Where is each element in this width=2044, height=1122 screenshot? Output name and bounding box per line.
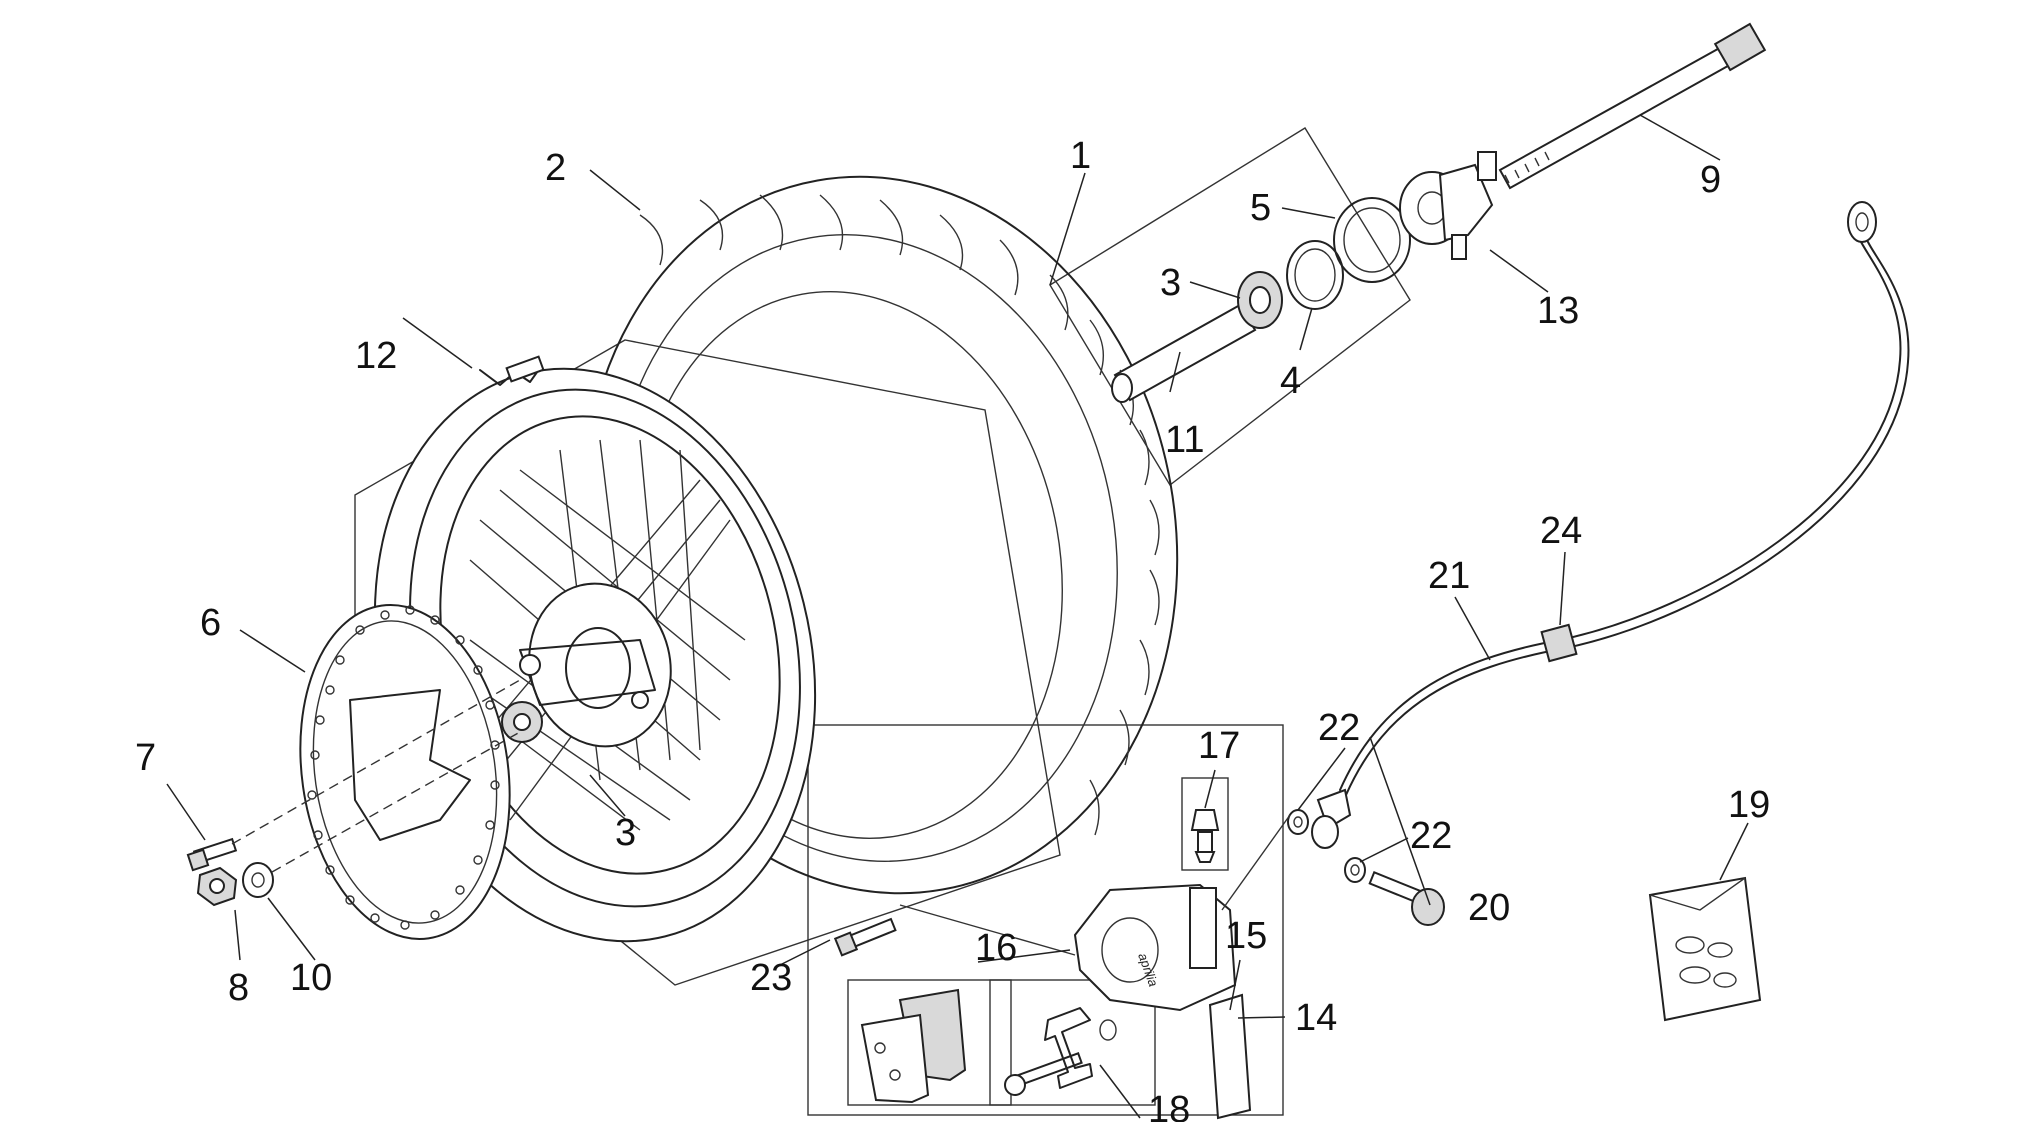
callout-9: 9 — [1700, 159, 1721, 201]
callout-10: 10 — [290, 957, 332, 999]
caliper-hose-link — [1221, 814, 1291, 911]
callout-3-hub: 3 — [615, 812, 636, 854]
callout-18: 18 — [1148, 1089, 1190, 1122]
brake-disc — [299, 604, 511, 940]
callout-labels: 1 2 3 3 4 5 6 7 8 9 10 11 12 13 14 15 16… — [135, 135, 1770, 1122]
disc-bolt-dashline — [231, 679, 521, 845]
callout-22-lower: 22 — [1410, 815, 1452, 857]
bleed-valve-box — [1181, 777, 1229, 871]
oil-seal — [1333, 197, 1411, 283]
caliper-kit-frame — [807, 724, 1284, 1116]
wheel-bearing — [1237, 271, 1283, 329]
front-axle — [1498, 22, 1767, 190]
callout-1: 1 — [1070, 135, 1091, 177]
circlip — [1286, 240, 1344, 310]
callout-17: 17 — [1198, 725, 1240, 767]
callout-5: 5 — [1250, 187, 1271, 229]
callout-13: 13 — [1537, 290, 1579, 332]
copper-washer-upper — [1287, 809, 1309, 835]
callout-12: 12 — [355, 335, 397, 377]
copper-washer-lower — [1344, 857, 1366, 883]
caliper-pin-kit — [1004, 1007, 1117, 1096]
callout-21: 21 — [1428, 555, 1470, 597]
callout-16: 16 — [975, 927, 1017, 969]
callout-14: 14 — [1295, 997, 1337, 1039]
brake-caliper: aprilia — [1073, 883, 1237, 1012]
tyre-valve — [479, 355, 545, 386]
small-parts-bag — [1648, 876, 1762, 1022]
callout-20: 20 — [1468, 887, 1510, 929]
callout-4: 4 — [1280, 360, 1301, 402]
callout-11: 11 — [1165, 419, 1204, 461]
callout-2: 2 — [545, 147, 566, 189]
hub-washer — [242, 862, 274, 898]
disc-bolt — [186, 837, 238, 872]
spacer-tube — [1111, 303, 1257, 403]
callout-15: 15 — [1225, 915, 1267, 957]
callout-24: 24 — [1540, 510, 1582, 552]
banjo-bolt — [1368, 871, 1445, 926]
caliper-pin-box — [989, 979, 1156, 1106]
bleed-valve — [1190, 809, 1220, 863]
caliper-link-line — [899, 904, 1076, 956]
callout-8: 8 — [228, 967, 249, 1009]
hub-nut — [196, 866, 238, 907]
pad-spring — [1208, 993, 1252, 1120]
brake-pads — [860, 988, 967, 1104]
callout-22-upper: 22 — [1318, 707, 1360, 749]
callout-7: 7 — [135, 737, 156, 779]
brake-pad-box — [847, 979, 1012, 1106]
callout-23: 23 — [750, 957, 792, 999]
callout-3-bearing: 3 — [1160, 262, 1181, 304]
speedometer-drive — [1399, 151, 1497, 260]
brake-hose — [1311, 201, 1910, 849]
axle-kit-frame — [1049, 127, 1411, 487]
caliper-mounting-bolt — [833, 917, 897, 957]
leader-lines — [166, 114, 1749, 1119]
callout-6: 6 — [200, 602, 221, 644]
callout-19: 19 — [1728, 784, 1770, 826]
